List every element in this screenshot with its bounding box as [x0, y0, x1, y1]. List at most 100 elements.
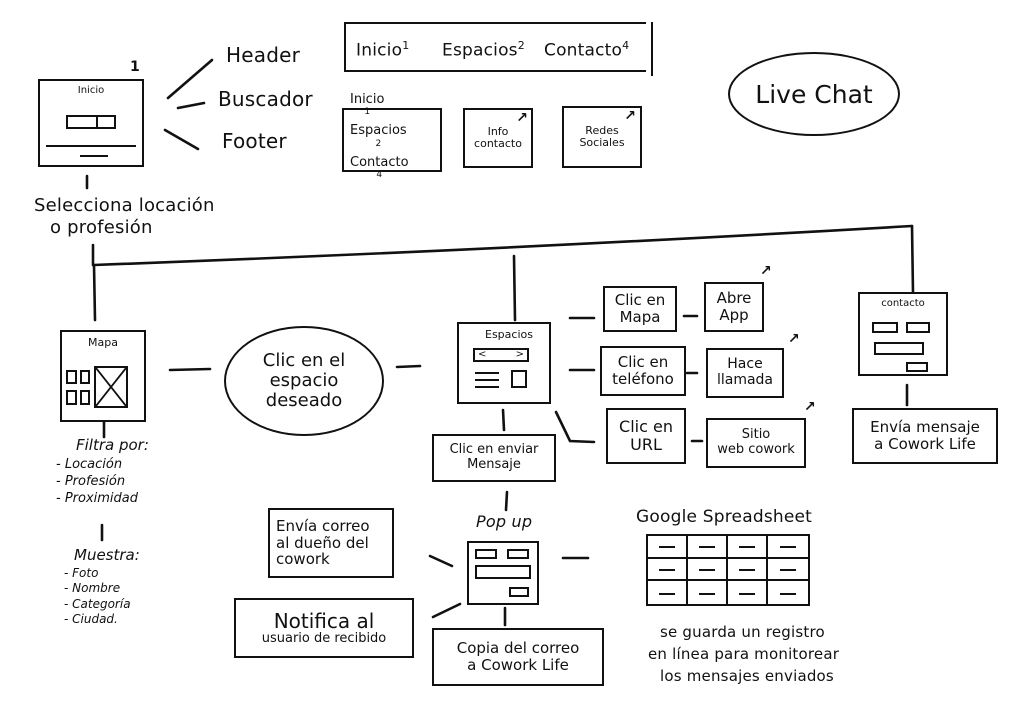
header-nav-contacto-label: Contacto — [544, 40, 623, 61]
home-part-footer: Footer — [222, 129, 287, 153]
result-card-sketch — [80, 370, 90, 384]
result-card-sketch — [80, 390, 90, 405]
popup-wireframe[interactable] — [467, 541, 539, 605]
send-message-node[interactable]: Clic en enviar Mensaje — [432, 434, 556, 482]
action-click-url[interactable]: Clic en URL — [606, 408, 686, 464]
popup-title: Pop up — [476, 512, 533, 531]
footer-nav-inicio-num: 1 — [364, 107, 371, 118]
action-click-url-line1: Clic en — [619, 417, 673, 437]
mapa-filter-list: Filtra por: - Locación - Profesión - Pro… — [56, 436, 149, 507]
spreadsheet-grid — [646, 534, 810, 606]
spreadsheet-cell — [648, 536, 688, 559]
result-hace-llamada[interactable]: Hace llamada — [706, 348, 784, 398]
carousel-next-icon: > — [515, 349, 524, 360]
espacios-wireframe[interactable]: Espacios < > — [457, 322, 551, 404]
mapa-show-list: Muestra: - Foto - Nombre - Categoría - C… — [64, 546, 140, 628]
popup-textarea-sketch — [475, 565, 531, 579]
spreadsheet-cell — [728, 581, 768, 604]
home-part-buscador: Buscador — [218, 87, 313, 111]
spreadsheet-cell — [768, 581, 808, 604]
footer-nav-espacios-num: 2 — [375, 138, 382, 149]
contacto-result-line2: a Cowork Life — [874, 435, 976, 453]
footer-nav-contacto[interactable]: Contacto — [350, 154, 409, 170]
header-nav-espacios[interactable]: Espacios2 — [442, 39, 525, 61]
external-link-icon: ↗ — [760, 263, 772, 279]
cell-value-dash — [780, 568, 796, 571]
contacto-wireframe[interactable]: contacto — [858, 292, 948, 376]
footer-social-line1: Redes — [585, 123, 619, 137]
connector-home-footer — [163, 128, 200, 151]
action-click-url-line2: URL — [630, 435, 662, 454]
footer-info-contacto-box[interactable]: ↗ Info contacto — [463, 108, 533, 168]
form-field-sketch — [906, 322, 930, 333]
map-placeholder-sketch — [94, 366, 128, 408]
spreadsheet-cell — [688, 558, 728, 582]
home-caption-line2: o profesión — [50, 217, 153, 238]
send-message-line1: Clic en enviar — [449, 442, 539, 458]
footer-social-box[interactable]: ↗ Redes Sociales — [562, 106, 642, 168]
spreadsheet-note-line2: en línea para monitorear — [648, 645, 840, 663]
result-abre-app-line2: App — [719, 306, 749, 324]
action-click-telefono-line2: teléfono — [612, 370, 674, 388]
copy-email-node[interactable]: Copia del correo a Cowork Life — [432, 628, 604, 686]
footer-social-line2: Sociales — [579, 136, 625, 149]
external-link-icon: ↗ — [516, 110, 528, 126]
action-click-telefono[interactable]: Clic en teléfono — [600, 346, 686, 396]
spreadsheet-cell — [648, 558, 688, 582]
mapa-wireframe[interactable]: Mapa — [60, 330, 146, 422]
spreadsheet-cell — [728, 558, 768, 582]
header-nav-inicio-label: Inicio — [356, 40, 403, 61]
header-nav-inicio[interactable]: Inicio1 — [356, 39, 409, 61]
image-placeholder-sketch — [511, 370, 527, 388]
footer-nav-inicio[interactable]: Inicio — [350, 91, 385, 107]
spreadsheet-cell — [688, 536, 728, 559]
footer-nav-contacto-num: 4 — [376, 170, 383, 181]
mapa-filter-item: - Locación — [56, 456, 123, 472]
home-caption-line1: Selecciona locación — [34, 195, 215, 216]
result-sitio-web[interactable]: Sitio web cowork — [706, 418, 806, 468]
footer-divider-sketch — [46, 145, 136, 147]
mapa-filter-item: - Proximidad — [56, 491, 139, 507]
result-abre-app[interactable]: Abre App — [704, 282, 764, 332]
header-nav-espacios-label: Espacios — [442, 40, 518, 61]
live-chat-label: Live Chat — [755, 79, 873, 109]
email-owner-node[interactable]: Envía correo al dueño del cowork — [268, 508, 394, 578]
notify-user-node[interactable]: Notifica al usuario de recibido — [234, 598, 414, 658]
notify-user-line2: usuario de recibido — [261, 630, 387, 646]
text-line-sketch — [475, 379, 499, 381]
notify-user-line1: Notifica al — [273, 608, 375, 633]
connector-home-header — [166, 58, 214, 100]
cell-value-dash — [659, 546, 675, 549]
home-wireframe[interactable]: Inicio — [38, 79, 144, 167]
email-owner-line1: Envía correo — [276, 516, 370, 535]
action-click-mapa[interactable]: Clic en Mapa — [603, 286, 677, 332]
header-nav-contacto[interactable]: Contacto4 — [544, 39, 630, 61]
action-click-mapa-line2: Mapa — [619, 308, 661, 326]
map-image-icon — [96, 368, 126, 406]
cell-value-dash — [699, 568, 715, 571]
live-chat-bubble[interactable]: Live Chat — [728, 52, 900, 136]
header-nav-contacto-num: 4 — [622, 39, 630, 52]
connector-click-espacios — [395, 364, 422, 369]
footer-nav-espacios[interactable]: Espacios — [350, 123, 407, 139]
connector-mapa-click — [168, 367, 212, 372]
connector-bus-mapa — [92, 263, 97, 322]
mapa-show-item: - Nombre — [64, 581, 121, 596]
mapa-show-heading: Muestra: — [74, 546, 140, 564]
spreadsheet-cell — [648, 581, 688, 604]
external-link-icon: ↗ — [788, 331, 800, 347]
result-sitio-web-line1: Sitio — [741, 427, 771, 443]
result-hace-llamada-line1: Hace — [727, 356, 763, 373]
connector-espacios-send — [501, 408, 506, 432]
cell-value-dash — [699, 546, 715, 549]
result-abre-app-line1: Abre — [716, 289, 752, 308]
click-space-node[interactable]: Clic en el espacio deseado — [224, 326, 384, 436]
email-owner-line3: cowork — [276, 550, 330, 569]
connector-main-bus — [92, 224, 914, 267]
connector-bus-contacto — [910, 224, 915, 295]
copy-email-line2: a Cowork Life — [467, 656, 569, 674]
footer-info-line2: contacto — [474, 137, 522, 150]
contacto-result-node[interactable]: Envía mensaje a Cowork Life — [852, 408, 998, 464]
